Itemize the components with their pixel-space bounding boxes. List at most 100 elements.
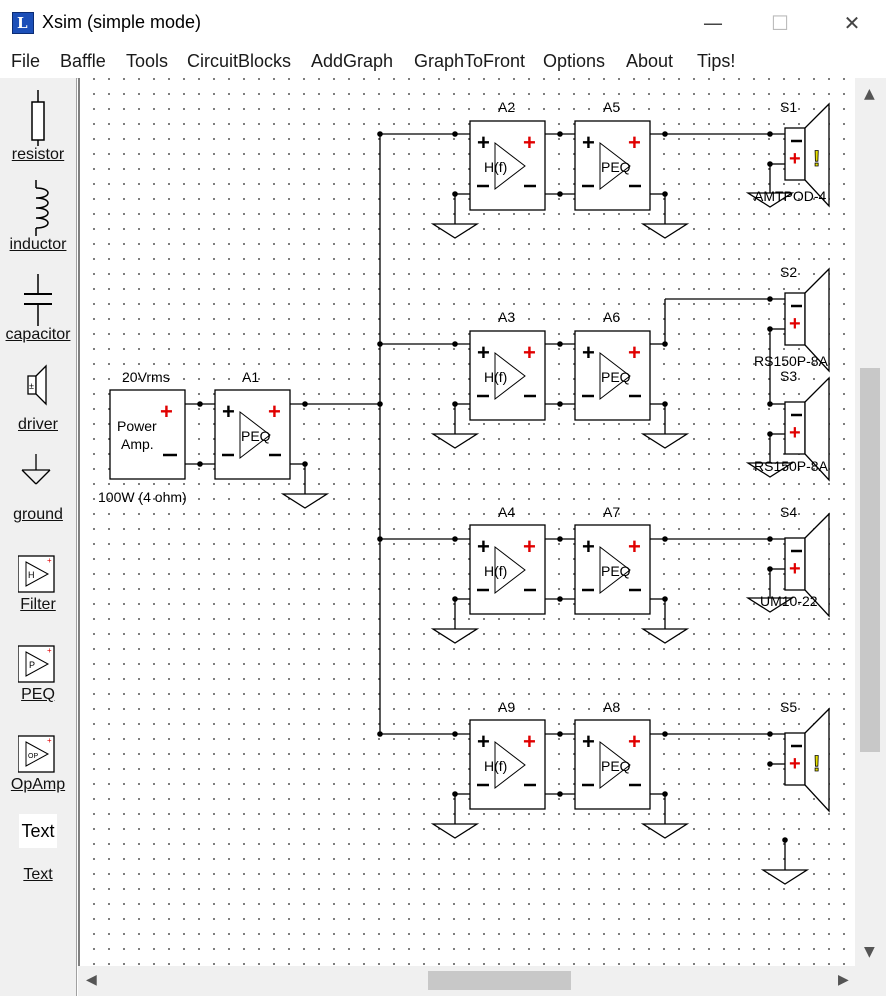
svg-text:+: + (47, 646, 52, 655)
power-amp-line1: Power (117, 418, 157, 434)
inductor-icon (35, 180, 49, 236)
component-toolbox: resistor inductor capacitor ± driver (0, 78, 77, 996)
tool-label-driver: driver (17, 416, 58, 433)
speaker-s5-label: S5 (780, 699, 797, 715)
block-a4-label: A4 (498, 504, 515, 520)
menu-baffle[interactable]: Baffle (60, 51, 106, 71)
block-a2[interactable] (468, 119, 547, 212)
driver-icon: ± (27, 364, 47, 406)
tool-label-opamp: OpAmp (10, 776, 66, 793)
source-plus-terminal: + (160, 399, 173, 424)
s5-warning-icon: ! (813, 751, 820, 776)
speaker-s4-model: UM10-22 (760, 593, 818, 609)
capacitor-icon (24, 274, 52, 326)
tool-label-text: Text (23, 866, 53, 883)
vertical-scrollbar[interactable]: ▲ ▼ (855, 78, 886, 966)
text-tool-preview: Text (19, 814, 57, 848)
tool-capacitor[interactable]: capacitor (0, 258, 76, 348)
block-a4-type: H(f) (484, 563, 507, 579)
menu-bar: File Baffle Tools CircuitBlocks AddGraph… (0, 46, 886, 79)
power-amp-source[interactable]: Power Amp. + (109, 389, 186, 480)
svg-text:OP: OP (28, 753, 38, 760)
block-a9-type: H(f) (484, 758, 507, 774)
speaker-s3-label: S3 (780, 368, 797, 384)
resistor-icon (31, 90, 45, 146)
block-a9[interactable] (468, 718, 547, 811)
block-a7-type: PEQ (601, 563, 631, 579)
wire-junctions (197, 131, 788, 843)
block-a3-label: A3 (498, 309, 515, 325)
menu-tools[interactable]: Tools (126, 51, 169, 71)
speaker-s1-label: S1 (780, 99, 797, 115)
vertical-scroll-thumb[interactable] (860, 368, 880, 752)
tool-driver[interactable]: ± driver (0, 348, 76, 438)
tool-label-peq: PEQ (21, 686, 55, 703)
block-a3[interactable] (468, 329, 547, 422)
tool-inductor[interactable]: inductor (0, 168, 76, 258)
title-bar: L Xsim (simple mode) — ☐ ✕ (0, 0, 886, 46)
block-a2-label: A2 (498, 99, 515, 115)
source-voltage-label: 20Vrms (122, 369, 170, 385)
tool-label-inductor: inductor (9, 236, 67, 253)
menu-options[interactable]: Options (543, 51, 606, 71)
tool-label-resistor: resistor (11, 146, 65, 163)
s1-warning-icon: ! (813, 146, 820, 171)
scrollbar-corner (855, 966, 886, 996)
svg-text:H: H (28, 570, 35, 580)
block-a5-type: PEQ (601, 159, 631, 175)
scroll-right-arrow-icon[interactable]: ▶ (838, 972, 849, 988)
maximize-button[interactable]: ☐ (771, 11, 789, 35)
tool-label-filter: Filter (20, 596, 56, 613)
schematic-canvas[interactable]: + + + Power Amp. + 20Vrms 100W (4 ohm) (78, 78, 855, 966)
filter-icon: H + (18, 555, 55, 593)
block-a6-label: A6 (603, 309, 620, 325)
grid-dots (80, 78, 855, 966)
window-title: Xsim (simple mode) (42, 12, 202, 32)
peq-icon: P + (18, 645, 55, 683)
opamp-icon: OP + (18, 735, 55, 773)
horizontal-scrollbar[interactable]: ◀ ▶ (78, 966, 855, 996)
close-button[interactable]: ✕ (843, 11, 861, 35)
block-a3-type: H(f) (484, 369, 507, 385)
block-a8-type: PEQ (601, 758, 631, 774)
tool-label-capacitor: capacitor (5, 326, 71, 343)
block-a4[interactable] (468, 523, 547, 616)
tool-ground[interactable]: ground (0, 438, 76, 528)
tool-text[interactable]: Text Text (0, 798, 76, 888)
xsim-app-icon[interactable]: L (12, 12, 34, 34)
horizontal-scroll-thumb[interactable] (428, 971, 571, 990)
speaker-s2-model: RS150P-8A (754, 353, 829, 369)
source-power-label: 100W (4 ohm) (98, 489, 187, 505)
tool-peq[interactable]: P + PEQ (0, 618, 76, 708)
block-a6-type: PEQ (601, 369, 631, 385)
tool-opamp[interactable]: OP + OpAmp (0, 708, 76, 798)
tool-label-ground: ground (13, 506, 63, 523)
block-a1-label: A1 (242, 369, 259, 385)
svg-text:+: + (47, 736, 52, 745)
schematic-svg[interactable]: + + + Power Amp. + 20Vrms 100W (4 ohm) (80, 78, 855, 966)
menu-about[interactable]: About (626, 51, 674, 71)
block-a7-label: A7 (603, 504, 620, 520)
scroll-up-arrow-icon[interactable]: ▲ (864, 86, 875, 102)
menu-tips[interactable]: Tips! (697, 51, 736, 71)
speaker-s1-model: AMTPOD-4 (754, 188, 827, 204)
minimize-button[interactable]: — (703, 11, 723, 35)
scroll-down-arrow-icon[interactable]: ▼ (864, 944, 875, 960)
scroll-left-arrow-icon[interactable]: ◀ (86, 972, 97, 988)
speaker-s2-label: S2 (780, 264, 797, 280)
speaker-s3-model: RS150P-8A (754, 458, 829, 474)
block-a1-type: PEQ (241, 428, 271, 444)
tool-filter[interactable]: H + Filter (0, 528, 76, 618)
block-a9-label: A9 (498, 699, 515, 715)
menu-circuitblocks[interactable]: CircuitBlocks (187, 51, 292, 71)
block-a5-label: A5 (603, 99, 620, 115)
ground-icon (21, 454, 51, 485)
speaker-s4-label: S4 (780, 504, 797, 520)
menu-addgraph[interactable]: AddGraph (311, 51, 394, 71)
block-a8-label: A8 (603, 699, 620, 715)
menu-file[interactable]: File (11, 51, 41, 71)
menu-graphtofront[interactable]: GraphToFront (414, 51, 526, 71)
block-a2-type: H(f) (484, 159, 507, 175)
tool-resistor[interactable]: resistor (0, 78, 76, 168)
svg-text:+: + (47, 556, 52, 565)
